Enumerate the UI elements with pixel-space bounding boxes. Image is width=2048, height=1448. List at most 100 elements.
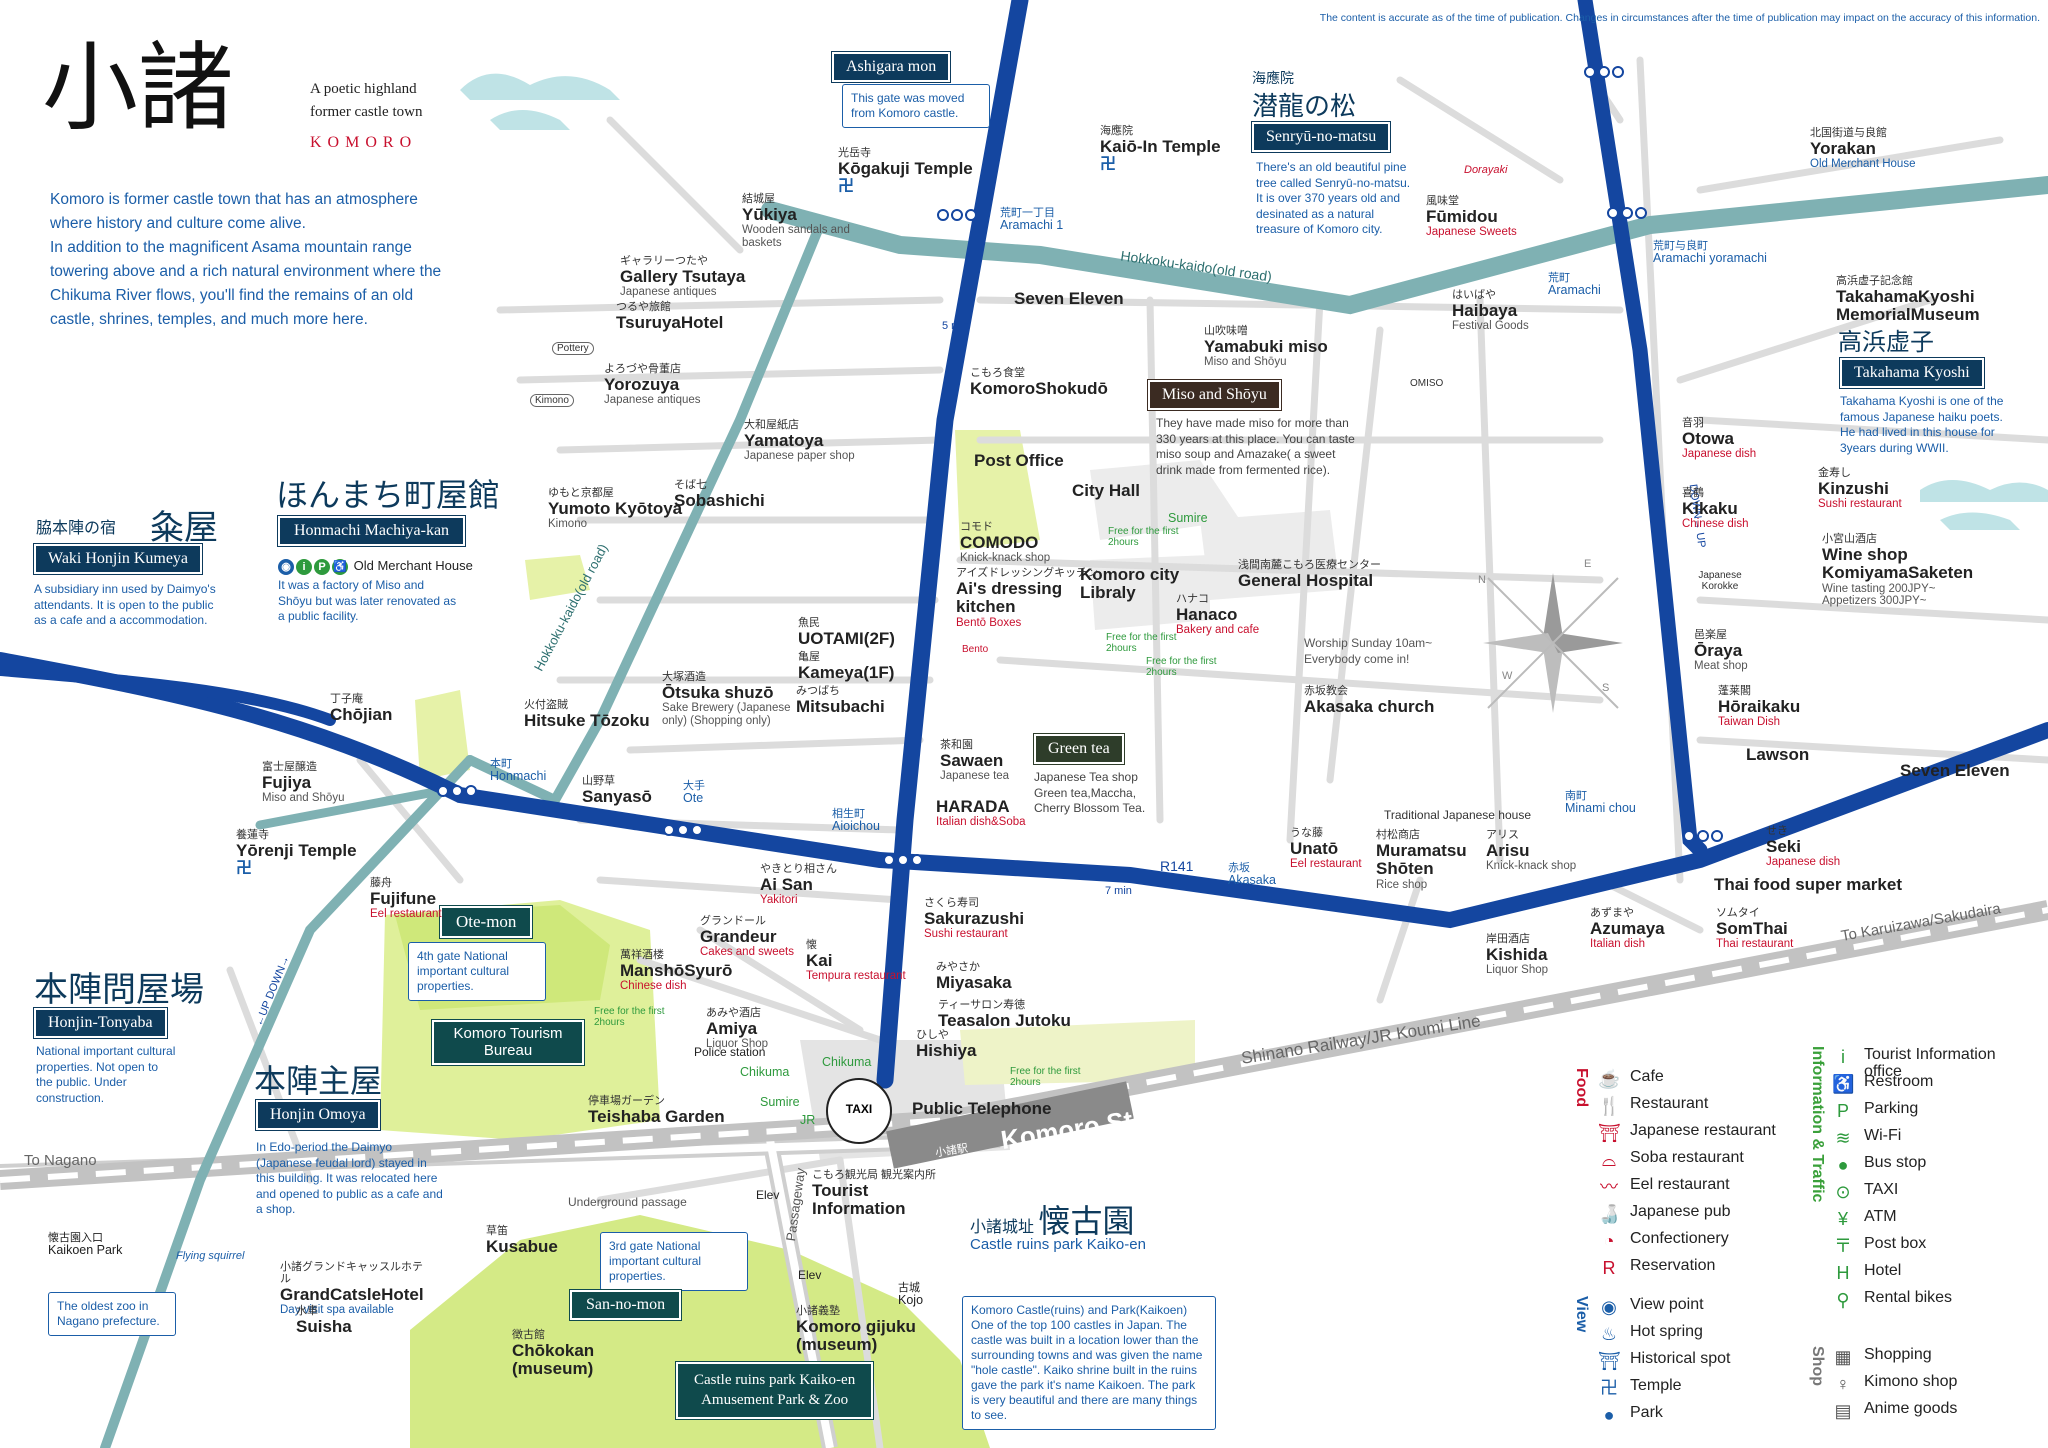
legend-info-item: Hotel bbox=[1864, 1262, 1902, 1279]
place-seven1[interactable]: Seven Eleven bbox=[1014, 289, 1124, 308]
intro-line: In addition to the magnificent Asama mou… bbox=[50, 239, 412, 256]
place-name: Sobashichi bbox=[674, 490, 765, 510]
busstop-en: Ote bbox=[683, 791, 704, 806]
place-subtitle: Japanese antiques bbox=[604, 394, 701, 407]
place-thaifood[interactable]: Thai food super market bbox=[1714, 875, 1902, 894]
note-green-tea: Japanese Tea shop Green tea,Maccha, Cher… bbox=[1034, 770, 1146, 816]
legend-info-icon: H bbox=[1836, 1263, 1850, 1283]
legend-info-icon: i bbox=[1841, 1047, 1845, 1067]
place-cityhall[interactable]: City Hall bbox=[1072, 481, 1140, 500]
place-postoffice[interactable]: Post Office bbox=[974, 451, 1064, 470]
place-jp-name: ゆもと京都屋 bbox=[548, 487, 614, 499]
busstop-en: Aramachi yoramachi bbox=[1653, 251, 1767, 266]
place-name: Kishida bbox=[1486, 944, 1548, 964]
place-seven2[interactable]: Seven Eleven bbox=[1900, 761, 2010, 780]
place-category: Chinese dish bbox=[620, 980, 687, 993]
place-lawson[interactable]: Lawson bbox=[1746, 745, 1809, 764]
place-public_tel[interactable]: Public Telephone bbox=[912, 1099, 1052, 1118]
legend-info-item: ATM bbox=[1864, 1208, 1897, 1225]
legend-food-icon: R bbox=[1602, 1258, 1616, 1278]
place-category: Italian dish&Soba bbox=[936, 816, 1026, 829]
place-jp-name: 喜鶴 bbox=[1682, 487, 1704, 499]
legend-shop-item: Shopping bbox=[1864, 1346, 1932, 1363]
place-category: Thai restaurant bbox=[1716, 938, 1794, 951]
legend-view-icon: ● bbox=[1603, 1405, 1615, 1425]
place-jp-name: 光岳寺 bbox=[838, 147, 871, 159]
legend-view-item: Park bbox=[1630, 1404, 1663, 1421]
place-jp-name: 小宮山酒店 bbox=[1822, 533, 1877, 545]
taxi-stand[interactable]: TAXI bbox=[826, 1078, 892, 1144]
place-name: Akasaka church bbox=[1304, 696, 1435, 716]
note-kumeya: A subsidiary inn used by Daimyo's attend… bbox=[34, 582, 216, 628]
place-jp-name: コモド bbox=[960, 521, 993, 533]
place-name: Public Telephone bbox=[912, 1099, 1052, 1118]
sign-kaikoen: Castle ruins park Kaiko-en Amusement Par… bbox=[674, 1361, 875, 1420]
place-name: Gallery Tsutaya bbox=[620, 266, 746, 286]
place-library[interactable]: Komoro city Libraly bbox=[1080, 565, 1230, 603]
legend-view-icon: 卍 bbox=[1600, 1378, 1618, 1398]
busstop-jp: 大手 bbox=[683, 780, 705, 792]
